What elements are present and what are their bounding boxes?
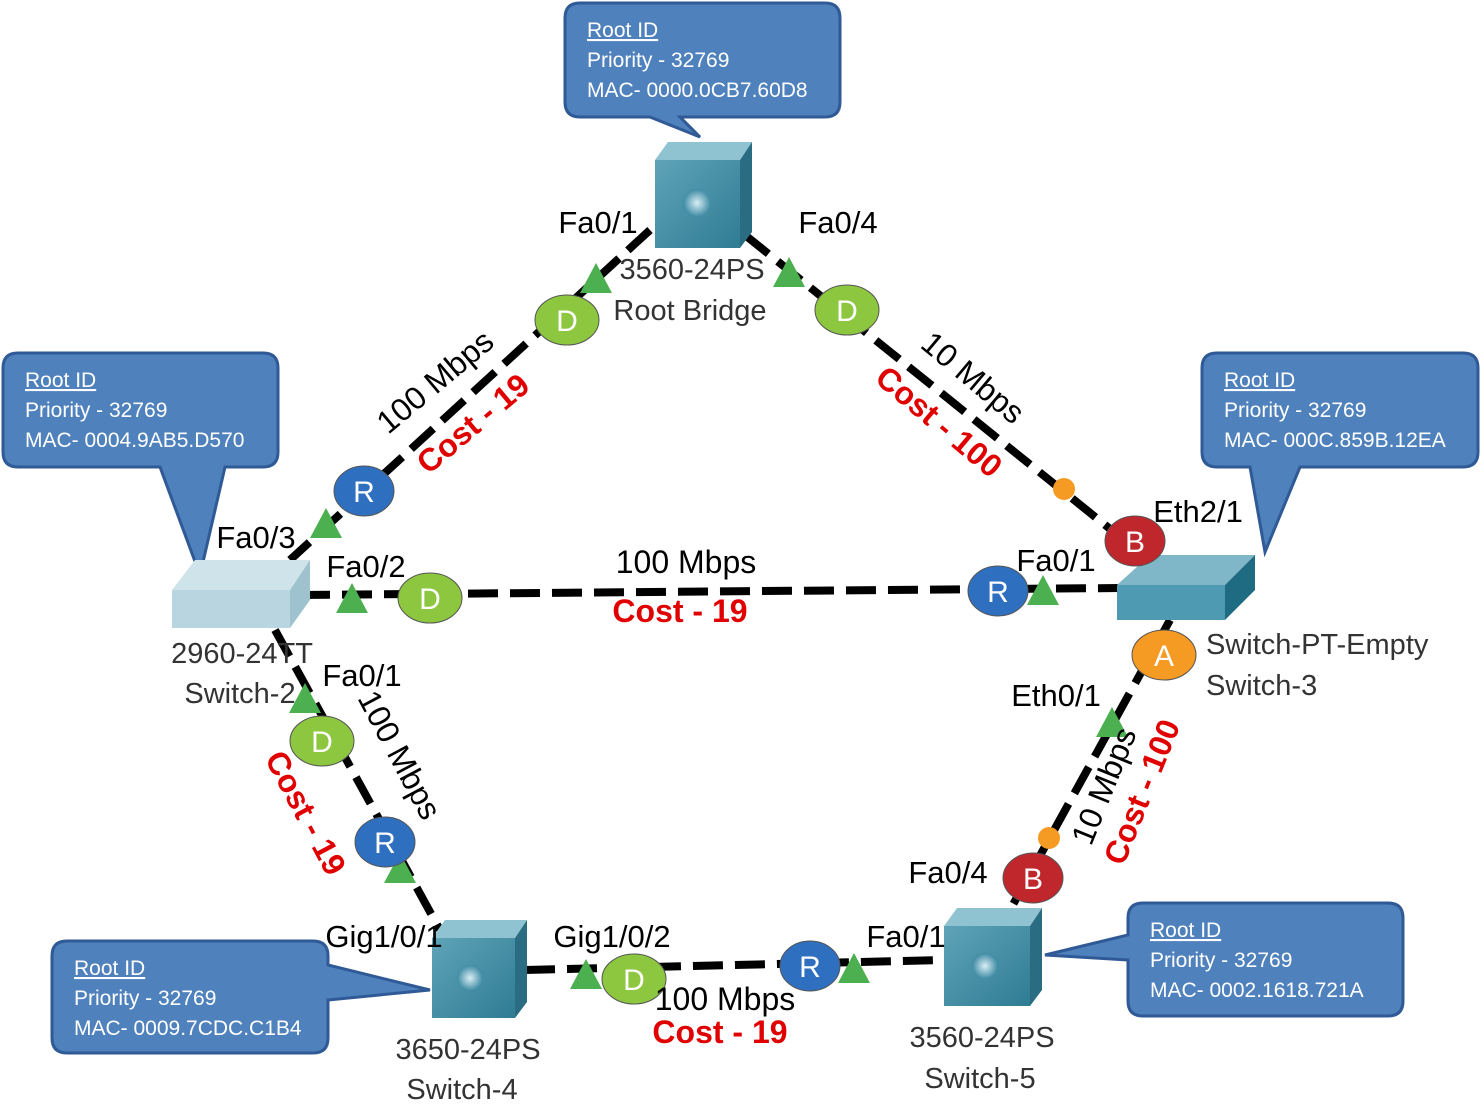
port-role-root: R [779,940,841,992]
forwarding-triangle-icon [580,263,612,293]
callout-mac: MAC- 0009.7CDC.C1B4 [74,1017,302,1040]
port-label: Fa0/4 [798,205,877,240]
device-model: 3560-24PS [909,1022,1054,1054]
port-role-alternate: A [1131,629,1197,681]
svg-text:D: D [556,305,578,338]
link-speed: 100 Mbps [351,684,449,825]
port-label: Fa0/4 [908,855,987,890]
forwarding-triangle-icon [336,583,368,613]
link-root-switch3 [742,231,1133,549]
callout-heading: Root ID [74,957,145,980]
blocked-link-dot-icon [1053,478,1075,500]
callout-priority: Priority - 32769 [1224,399,1366,422]
link-switch2-switch4 [271,628,444,932]
callout-priority: Priority - 32769 [74,987,216,1010]
port-label: Fa0/1 [558,205,637,240]
svg-text:B: B [1023,863,1043,896]
port-label: Gig1/0/2 [553,919,670,954]
device-name: Root Bridge [613,295,766,327]
switch-icon[interactable] [172,560,310,628]
port-role-designated: D [814,284,880,336]
port-role-root: R [354,816,416,868]
forwarding-triangle-icon [1096,707,1128,737]
svg-text:D: D [623,964,645,997]
multilayer-switch-icon[interactable] [432,920,527,1018]
port-label: Eth0/1 [1011,678,1101,713]
device-name: Switch-3 [1206,670,1317,702]
device-model: Switch-PT-Empty [1206,629,1429,661]
port-role-blocking: B [1104,515,1166,567]
link-speed: 100 Mbps [616,544,757,580]
port-label: Fa0/2 [326,549,405,584]
link-cost: Cost - 19 [612,593,747,629]
callout-mac: MAC- 0002.1618.721A [1150,979,1364,1002]
forwarding-triangle-icon [310,508,342,538]
link-switch4-switch5 [524,956,946,974]
port-label: Fa0/1 [1016,543,1095,578]
port-label: Gig1/0/1 [325,919,442,954]
callout-switch2 [1,351,280,581]
forwarding-triangle-icon [773,257,805,287]
svg-text:A: A [1154,640,1174,673]
callout-heading: Root ID [1150,919,1221,942]
port-label: Eth2/1 [1153,494,1243,529]
svg-text:B: B [1125,526,1145,559]
forwarding-indicators [289,257,1128,989]
device-name: Switch-4 [406,1074,517,1106]
port-role-designated: D [534,294,600,346]
forwarding-triangle-icon [289,683,321,713]
port-label: Fa0/3 [216,520,295,555]
callout-mac: MAC- 0000.0CB7.60D8 [587,79,808,102]
callout-priority: Priority - 32769 [25,399,167,422]
callout-heading: Root ID [25,369,96,392]
callout-mac: MAC- 000C.859B.12EA [1224,429,1446,452]
multilayer-switch-icon[interactable] [655,142,752,248]
callout-priority: Priority - 32769 [1150,949,1292,972]
svg-text:R: R [799,951,821,984]
svg-text:R: R [374,827,396,860]
port-label: Fa0/1 [866,919,945,954]
port-role-root: R [967,565,1029,617]
port-role-designated: D [289,715,355,767]
callout-switch5 [1044,901,1405,1018]
svg-text:R: R [353,476,375,509]
callout-root-bridge [563,1,842,139]
callout-mac: MAC- 0004.9AB5.D570 [25,429,244,452]
device-name: Switch-5 [924,1063,1035,1095]
port-role-blocking: B [1002,852,1064,904]
callout-switch4 [50,939,431,1055]
forwarding-triangle-icon [570,959,602,989]
device-model: 2960-24TT [171,638,313,670]
forwarding-triangle-icon [838,953,870,983]
svg-text:D: D [836,295,858,328]
port-role-root: R [333,465,395,517]
multilayer-switch-icon[interactable] [944,908,1042,1006]
device-model: 3560-24PS [619,254,764,286]
device-model: 3650-24PS [395,1034,540,1066]
port-role-designated: D [601,953,667,1005]
svg-text:D: D [419,583,441,616]
port-role-designated: D [397,572,463,624]
callout-heading: Root ID [587,19,658,42]
forwarding-triangle-icon [1027,575,1059,605]
blocked-link-dot-icon [1038,827,1060,849]
svg-text:D: D [311,726,333,759]
link-cost: Cost - 19 [652,1014,787,1050]
port-label: Fa0/1 [322,658,401,693]
callout-heading: Root ID [1224,369,1295,392]
link-cost: Cost - 19 [258,745,353,881]
device-name: Switch-2 [184,678,295,710]
callout-priority: Priority - 32769 [587,49,729,72]
svg-text:R: R [987,576,1009,609]
callout-switch3 [1200,351,1480,558]
forwarding-triangle-icon [384,853,416,883]
link-speed: 100 Mbps [655,981,796,1017]
callout-texts: Root ID Priority - 32769 MAC- 0000.0CB7.… [25,19,1446,1040]
